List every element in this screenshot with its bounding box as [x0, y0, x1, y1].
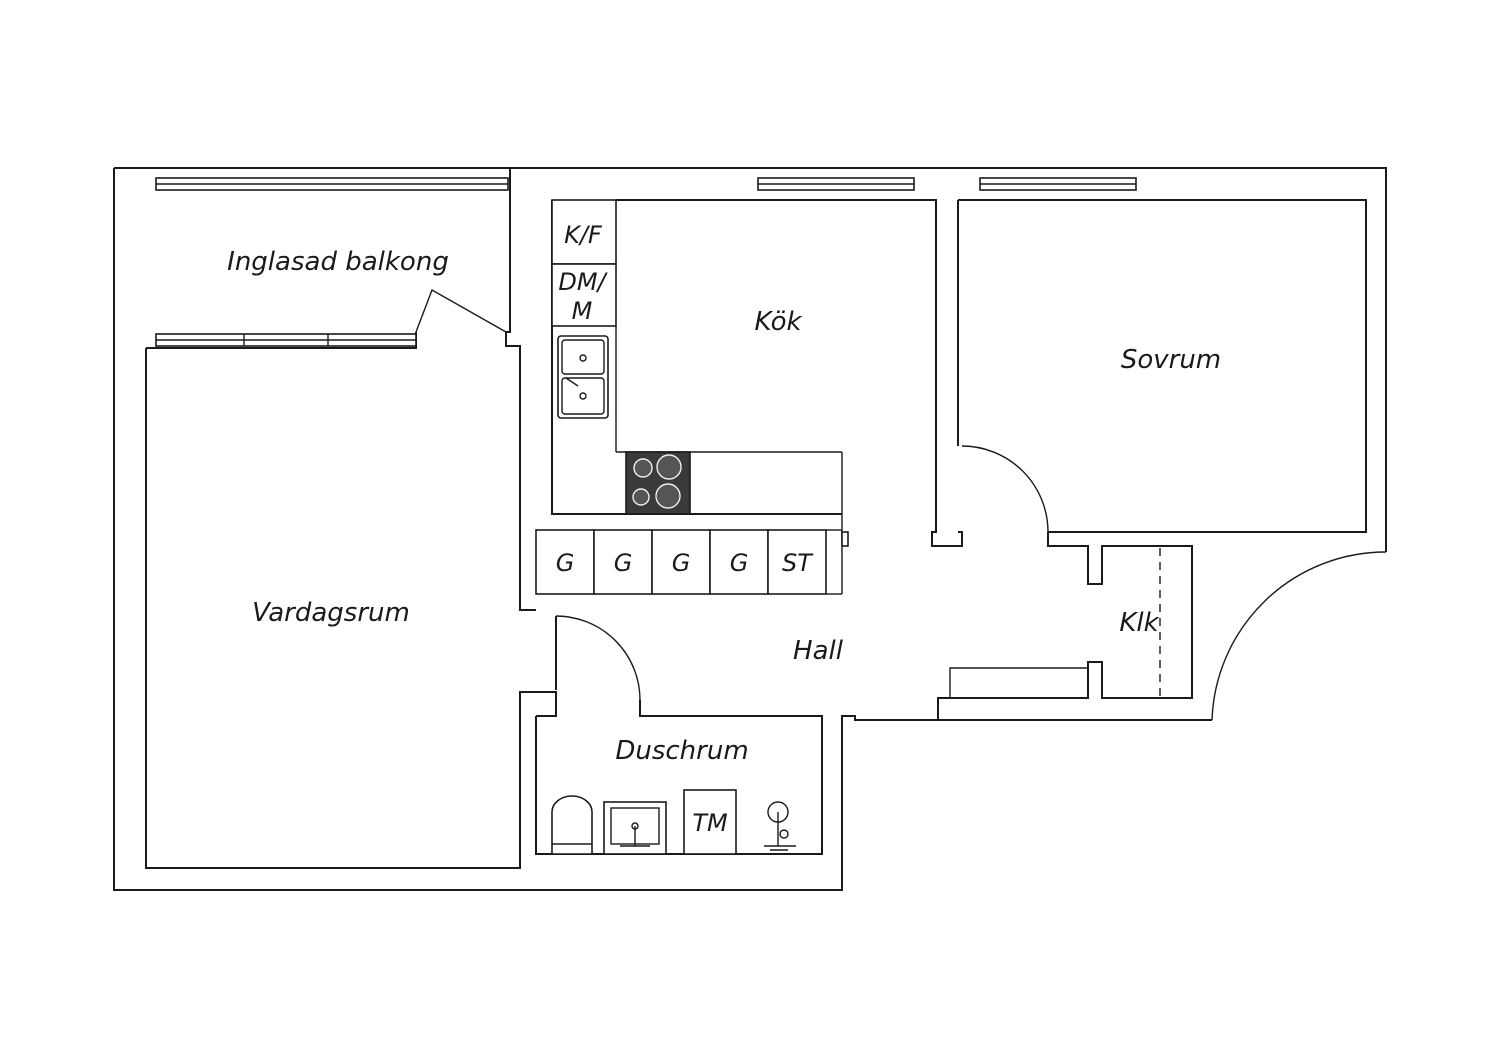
room-label-balcony: Inglasad balkong	[227, 247, 449, 277]
room-label-shower: Duschrum	[615, 736, 748, 766]
room-label-kitchen: Kök	[754, 307, 802, 337]
kitchen-fixtures	[535, 199, 849, 595]
room-label-living: Vardagsrum	[252, 598, 410, 628]
bathroom-fixtures	[551, 789, 796, 855]
room-labels: Inglasad balkong Kök Sovrum Vardagsrum H…	[227, 247, 1221, 766]
cabinet-4	[709, 529, 769, 595]
room-label-closet: Klk	[1119, 608, 1159, 638]
windows	[155, 177, 1137, 347]
inner-walls	[145, 168, 1367, 869]
cabinet-3	[651, 529, 711, 595]
bedroom-door-swing	[961, 445, 1049, 533]
room-label-bedroom: Sovrum	[1121, 345, 1221, 375]
shower-icon	[764, 801, 796, 851]
sink-icon	[557, 335, 609, 419]
dishwasher-microwave	[551, 263, 617, 327]
shower-door-swing	[555, 615, 641, 701]
hall-bench	[949, 667, 1088, 698]
toilet-icon	[551, 795, 593, 855]
cabinet-5	[767, 529, 827, 595]
washing-machine	[683, 789, 737, 855]
entrance-door-swing	[1211, 551, 1387, 721]
stove-icon	[625, 451, 691, 515]
label-dishwasher-1: DM/	[558, 268, 608, 296]
washbasin-icon	[603, 801, 667, 855]
label-cabinet-1: G	[556, 549, 575, 577]
room-label-hall: Hall	[793, 636, 844, 666]
label-cabinet-2: G	[614, 549, 633, 577]
label-dishwasher-2: M	[572, 297, 593, 325]
label-cabinet-4: G	[730, 549, 749, 577]
balcony-door-swing	[415, 288, 507, 333]
fixture-labels: K/F DM/ M G G G G ST TM	[556, 221, 815, 837]
label-cabinet-5: ST	[782, 549, 814, 577]
fridge-freezer	[551, 199, 617, 265]
label-fridge-freezer: K/F	[564, 221, 603, 249]
cabinet-2	[593, 529, 653, 595]
label-washer: TM	[692, 809, 728, 837]
label-cabinet-3: G	[672, 549, 691, 577]
